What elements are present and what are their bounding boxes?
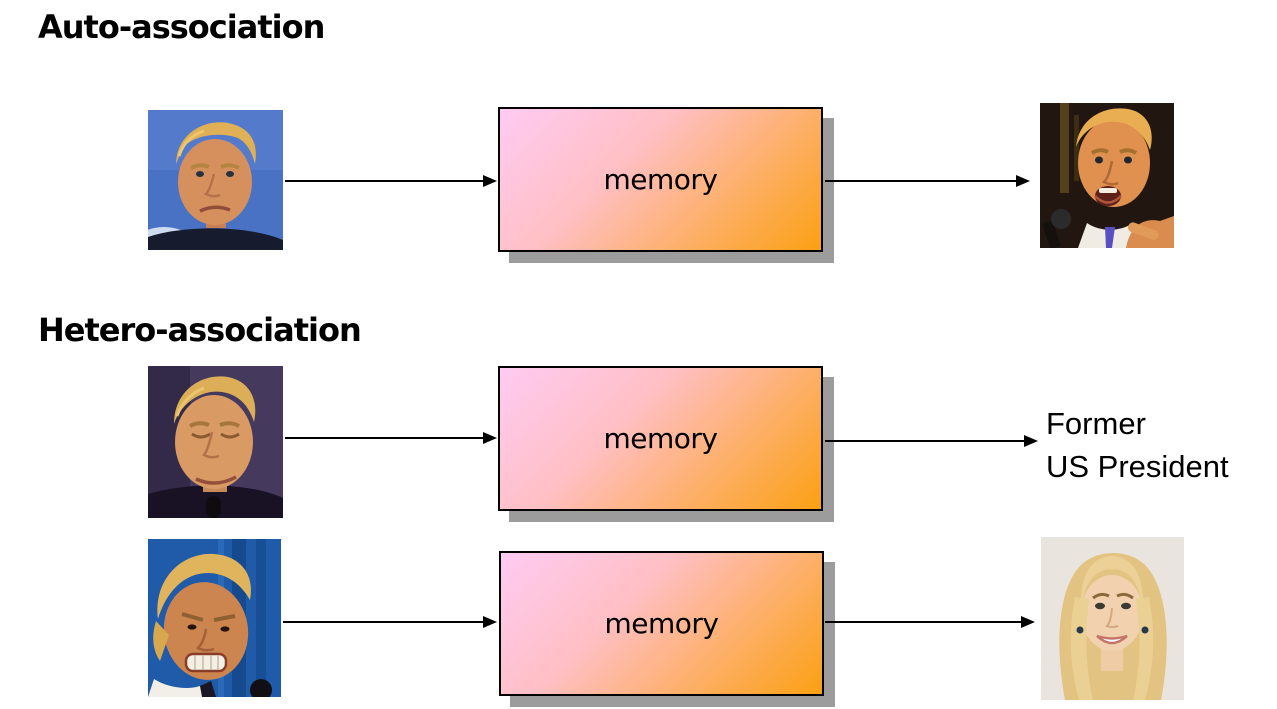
input-photo-trump-eyes-closed (148, 366, 283, 518)
arrow-output-row1 (825, 175, 1030, 187)
output-photo-trump-pointing (1040, 103, 1174, 248)
arrow-input-row1 (285, 175, 497, 187)
memory-box-row1: memory (498, 107, 823, 252)
output-text-former-us-president: Former US President (1046, 402, 1229, 488)
memory-label-row3: memory (604, 607, 720, 640)
ivanka-portrait-image (1041, 537, 1184, 700)
trump-eyes-closed-image (148, 366, 283, 518)
arrow-input-row2 (285, 432, 497, 444)
memory-box-row2: memory (498, 366, 823, 511)
arrow-input-row3 (283, 616, 497, 628)
arrow-output-row3 (825, 616, 1035, 628)
output-text-line2: US President (1046, 449, 1229, 484)
trump-pointing-image (1040, 103, 1174, 248)
arrow-output-row2 (825, 435, 1038, 447)
trump-grimacing-image (148, 539, 281, 697)
output-photo-ivanka (1041, 537, 1184, 700)
trump-front-image (148, 110, 283, 250)
input-photo-trump-front (148, 110, 283, 250)
auto-association-title: Auto-association (38, 8, 325, 46)
memory-box-row3: memory (499, 551, 824, 696)
output-text-line1: Former (1046, 406, 1146, 441)
hetero-association-title: Hetero-association (38, 311, 362, 349)
memory-label-row2: memory (603, 422, 719, 455)
input-photo-trump-grimacing (148, 539, 281, 697)
memory-label-row1: memory (603, 163, 719, 196)
